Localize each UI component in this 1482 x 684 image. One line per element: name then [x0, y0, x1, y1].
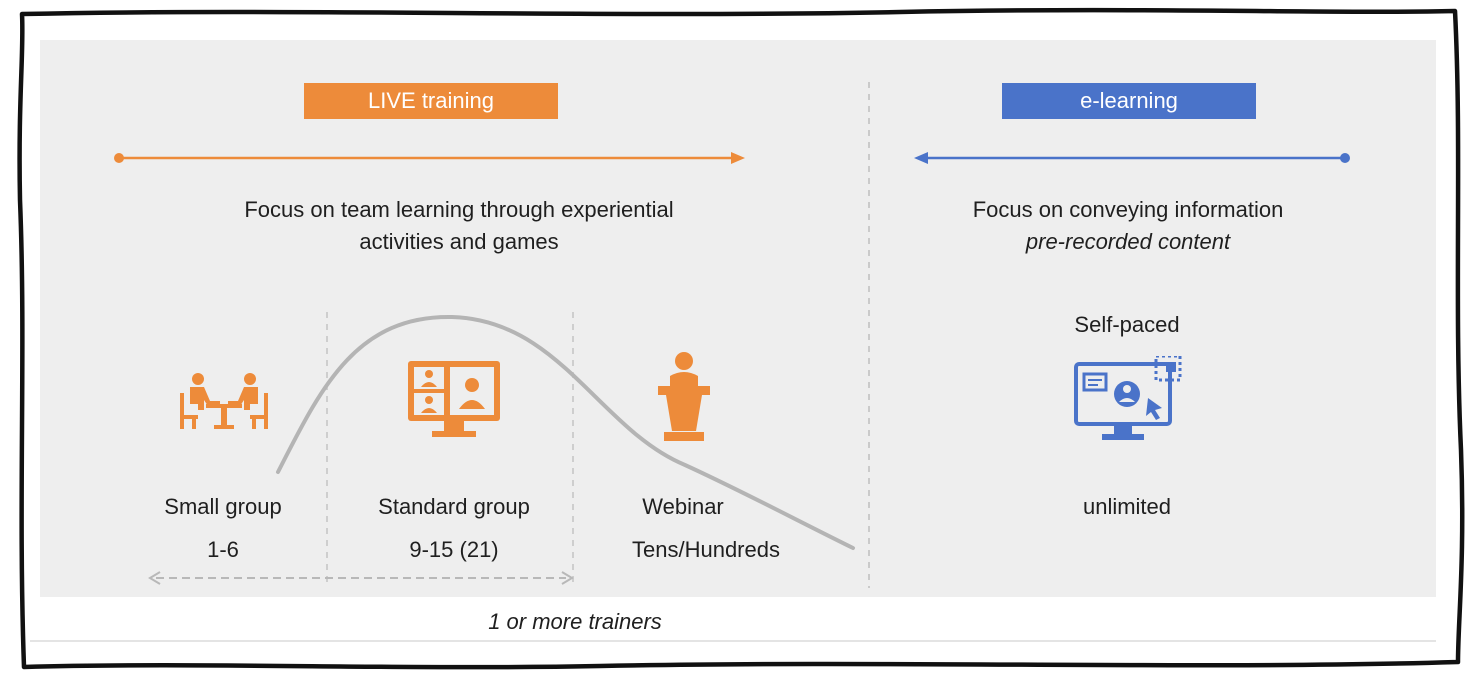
- content-panel: [40, 40, 1436, 597]
- live-arrow: [114, 152, 745, 164]
- video-conference-icon: [408, 361, 500, 437]
- column-size-webinar: Tens/Hundreds: [632, 537, 780, 562]
- podium-speaker-icon: [658, 352, 710, 441]
- self-paced-label: Self-paced: [1074, 312, 1180, 337]
- elearning-focus-line2: pre-recorded content: [1025, 229, 1231, 254]
- trainers-range-arrow: [148, 571, 574, 585]
- column-size-standard-group: 9-15 (21): [409, 537, 499, 562]
- group-size-curve: [276, 314, 855, 550]
- live-focus-line2: activities and games: [359, 229, 559, 254]
- elearning-focus-line1: Focus on conveying information: [972, 197, 1284, 222]
- column-name-webinar: Webinar: [642, 494, 724, 519]
- live-focus-line1: Focus on team learning through experient…: [244, 197, 674, 222]
- trainers-footer: 1 or more trainers: [488, 609, 662, 634]
- column-size-small-group: 1-6: [207, 537, 239, 562]
- live-training-badge: LIVE training: [304, 83, 558, 119]
- column-name-small-group: Small group: [164, 494, 282, 519]
- meeting-table-icon: [180, 373, 268, 429]
- elearning-badge: e-learning: [1002, 83, 1256, 119]
- elearning-arrow: [914, 152, 1350, 164]
- elearning-screen-icon: [1074, 356, 1182, 440]
- column-name-standard-group: Standard group: [378, 494, 530, 519]
- elearning-size-label: unlimited: [1082, 494, 1172, 519]
